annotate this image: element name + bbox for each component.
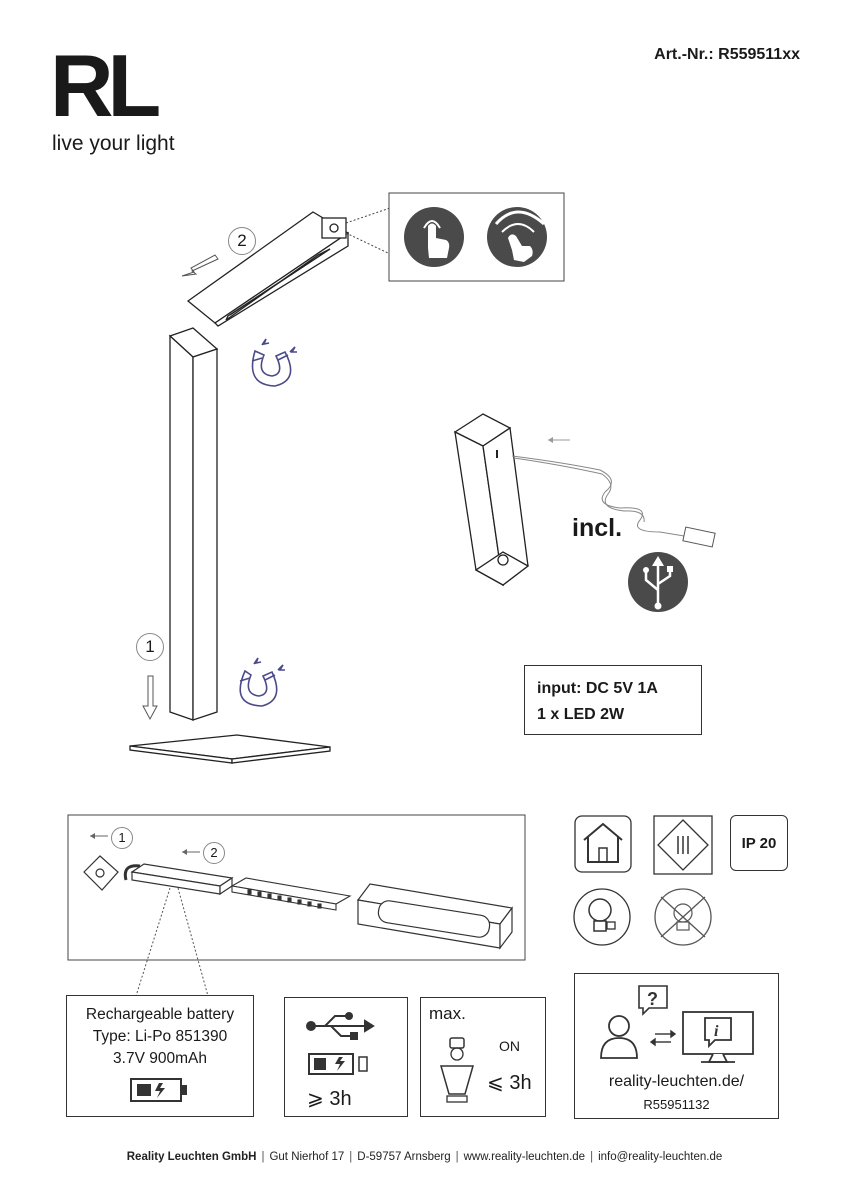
svg-text:i: i <box>714 1023 719 1040</box>
usb-symbol-icon <box>306 1012 375 1040</box>
touch-swipe-icon <box>487 207 547 267</box>
online-info-box: ? i reality-leuchten.de/ R55951132 <box>574 973 779 1119</box>
online-info-illustration: ? i <box>600 985 754 1063</box>
battery-charging-icon <box>308 1053 368 1075</box>
assembly-step-1-callout: 1 <box>111 827 133 849</box>
brand-logo: RL <box>50 36 161 135</box>
svg-text:?: ? <box>647 989 658 1009</box>
magnet-icon <box>251 338 297 387</box>
max-label: max. <box>429 1004 466 1023</box>
usb-icon <box>628 552 688 612</box>
info-code: R55951132 <box>643 1097 710 1112</box>
footer-city: D-59757 Arnsberg <box>357 1151 451 1163</box>
usb-charge-icons <box>306 1012 375 1075</box>
charging-time-box: ⩾ 3h <box>284 997 408 1117</box>
on-label: ON <box>499 1038 520 1054</box>
included-label: incl. <box>572 514 623 542</box>
direction-arrow-icon <box>142 675 158 721</box>
led-no-dimmer-icon <box>654 888 712 946</box>
symbols-group <box>573 815 713 946</box>
specs-box: input: DC 5V 1A 1 x LED 2W <box>524 665 702 735</box>
magnet-icon <box>239 657 285 707</box>
runtime-box: max. ON ⩽ 3h <box>420 997 546 1117</box>
footer-web-link[interactable]: www.reality-leuchten.de <box>463 1151 586 1163</box>
battery-assembly-diagram <box>67 814 526 997</box>
exchange-arrows-icon <box>649 1029 677 1047</box>
battery-title: Rechargeable battery <box>85 1006 235 1023</box>
direction-arrow-icon <box>181 254 219 277</box>
indoor-use-icon <box>574 815 632 873</box>
battery-type: Type: Li-Po 851390 <box>92 1028 228 1045</box>
step-2-callout: 2 <box>228 227 256 255</box>
footer: Reality Leuchten GmbH|Gut Nierhof 17|D-5… <box>126 1151 723 1163</box>
lamp-head-drawing <box>186 211 350 327</box>
ip-rating-badge: IP 20 <box>730 815 788 871</box>
class-iii-icon <box>653 815 713 875</box>
charging-time: ⩾ 3h <box>307 1088 352 1110</box>
non-replaceable-light-source-icon <box>573 888 631 946</box>
info-url[interactable]: reality-leuchten.de/ <box>608 1073 745 1090</box>
footer-address: Gut Nierhof 17 <box>269 1151 345 1163</box>
battery-voltage: 3.7V 900mAh <box>113 1050 207 1067</box>
assembly-step-2-callout: 2 <box>203 842 225 864</box>
led-spec: 1 x LED 2W <box>537 706 625 723</box>
battery-charging-icon <box>130 1078 187 1102</box>
input-spec: input: DC 5V 1A <box>537 680 658 697</box>
runtime-time: ⩽ 3h <box>487 1072 532 1094</box>
lamp-head-charging-drawing <box>453 413 530 587</box>
question-bubble-icon: ? <box>638 985 668 1016</box>
table-lamp-icon <box>440 1037 474 1103</box>
touch-tap-icon <box>404 207 464 267</box>
usb-cable-drawing <box>511 437 716 548</box>
battery-info-box: Rechargeable battery Type: Li-Po 851390 … <box>66 995 254 1117</box>
article-number: Art.-Nr.: R559511xx <box>654 46 800 63</box>
user-icon <box>600 1015 638 1059</box>
step-1-callout: 1 <box>136 633 164 661</box>
footer-company: Reality Leuchten GmbH <box>126 1151 257 1163</box>
monitor-info-icon: i <box>682 1011 754 1063</box>
lamp-base-drawing <box>129 734 331 764</box>
lamp-column-drawing <box>168 327 219 721</box>
brand-tagline: live your light <box>52 132 175 155</box>
footer-email-link[interactable]: info@reality-leuchten.de <box>598 1151 723 1163</box>
lamp-assembly-diagram <box>129 192 716 764</box>
